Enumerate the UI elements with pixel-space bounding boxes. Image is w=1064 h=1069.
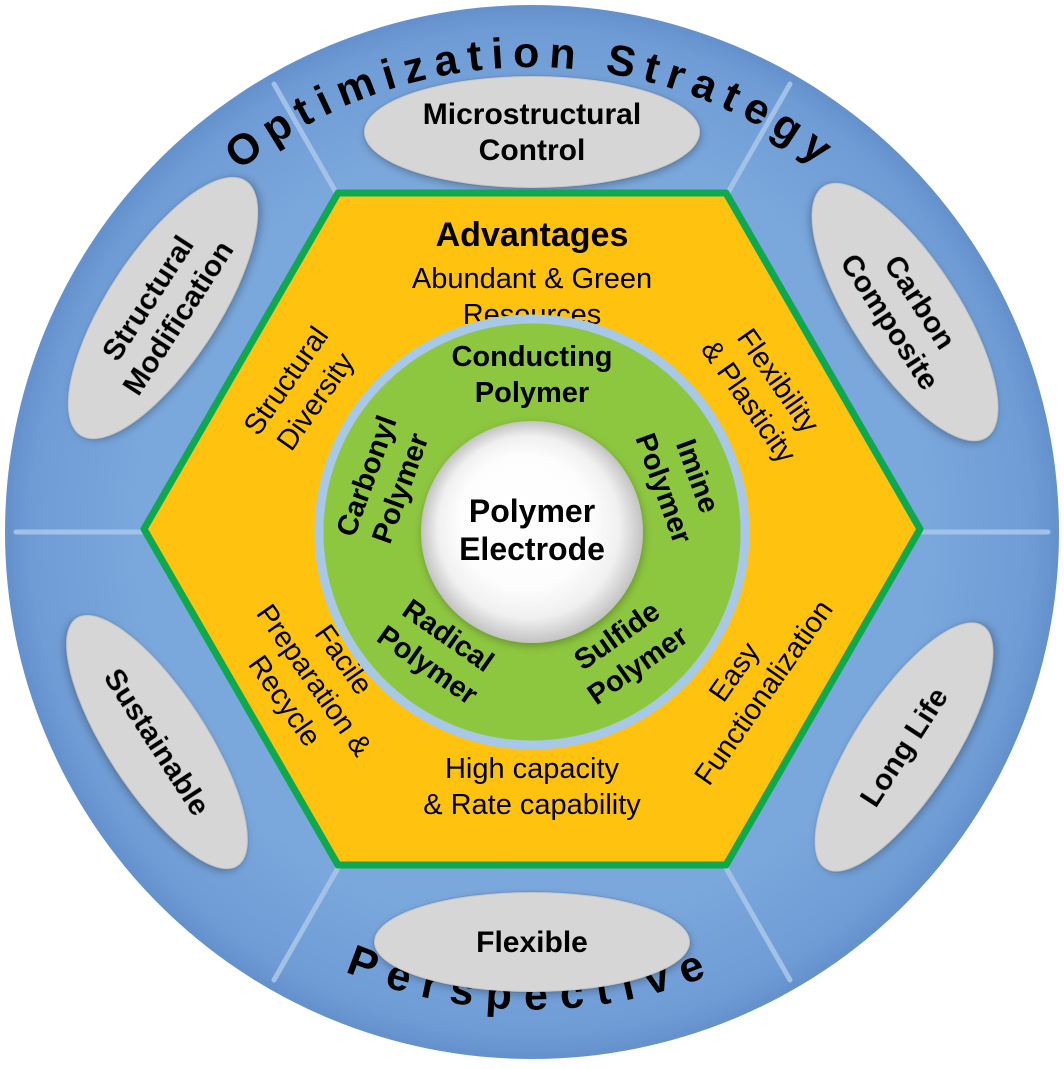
hexagon-top-text: Abundant & Green: [412, 263, 652, 295]
center-title: Polymer: [469, 493, 595, 529]
ellipse-label-line: Microstructural: [423, 98, 641, 131]
conducting-polymer-label: Polymer: [475, 377, 589, 409]
ellipse-label-line: Control: [479, 134, 586, 167]
ellipse-shape: [373, 891, 691, 993]
conducting-polymer-label: Conducting: [451, 341, 612, 373]
ellipse-shape: [813, 621, 995, 873]
divider-line: [271, 851, 349, 983]
divider-line: [715, 851, 793, 983]
center-circle: [421, 421, 643, 643]
ellipse-microstructural-control: Microstructural Control: [363, 75, 701, 189]
ellipse-carbon-composite: Carbon Composite: [810, 181, 1000, 443]
ellipse-shape: [65, 613, 249, 871]
ellipse-label-line: Flexible: [476, 926, 588, 959]
outer-ring-rim: [5, 5, 1059, 1059]
center-title: Electrode: [459, 531, 605, 567]
sector-dividers: [13, 81, 1051, 983]
ellipse-shape: [363, 75, 701, 189]
divider-line: [715, 81, 793, 213]
hexagon-bottom-text: & Rate capability: [423, 789, 641, 821]
ellipse-shape: [66, 175, 260, 441]
hexagon-title: Advantages: [436, 216, 629, 254]
divider-line: [271, 81, 349, 213]
hexagon-bottom-text: High capacity: [445, 753, 620, 785]
ellipse-flexible: Flexible: [373, 891, 691, 993]
ellipse-shape: [810, 181, 1000, 443]
ellipse-structural-modification: Structural Modification: [66, 175, 260, 441]
